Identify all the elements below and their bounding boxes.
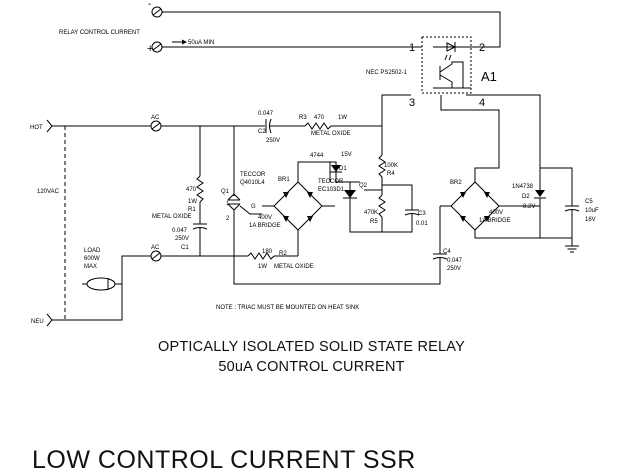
c5-voltage: 16V [585, 217, 596, 223]
bridge-br2 [440, 95, 540, 239]
relay-control-label: RELAY CONTROL CURRENT [59, 30, 140, 36]
d2-name: D2 [522, 194, 530, 200]
c1-value: 0.047 [172, 228, 188, 234]
br2-name: BR2 [450, 180, 462, 186]
c2-value: 0.047 [258, 111, 274, 117]
zener-part: 4744 [310, 153, 324, 159]
r2-watts: 1W [258, 264, 267, 270]
caption-line-2: 50uA CONTROL CURRENT [218, 359, 405, 375]
c4-voltage: 250V [447, 266, 461, 272]
q1-name: Q1 [221, 189, 230, 195]
br1-voltage: 400V [258, 215, 272, 221]
br2-voltage: 400V [489, 210, 503, 216]
c5-name: C5 [585, 199, 593, 205]
d2-part: 1N4738 [512, 184, 534, 190]
c4-r2-branch [233, 206, 448, 285]
teccor-q1: TECCOR [240, 172, 266, 178]
c5-value: 10uF [585, 208, 599, 214]
load-label: LOAD [84, 248, 101, 254]
plus-sign: + [147, 43, 153, 55]
page-title: LOW CONTROL CURRENT SSR [32, 446, 416, 474]
r3-type: METAL OXIDE [311, 131, 351, 137]
optocoupler-a1 [421, 36, 472, 94]
minus-sign: - [148, 0, 151, 10]
c1-voltage: 250V [175, 236, 189, 242]
r5-value: 470K [364, 210, 378, 216]
c1-name: C1 [181, 245, 189, 251]
r3-name: R3 [299, 115, 307, 121]
pin-2: 2 [479, 42, 485, 54]
r1-name: R1 [188, 207, 196, 213]
control-input [151, 6, 501, 53]
zener-d2-c5 [466, 94, 580, 253]
r5-name: R5 [370, 219, 378, 225]
c2-voltage: 250V [266, 138, 280, 144]
current-arrow-label: 50uA MIN [188, 40, 214, 46]
r2-value: 180 [262, 249, 273, 255]
caption-line-1: OPTICALLY ISOLATED SOLID STATE RELAY [158, 339, 465, 355]
r1-type: METAL OXIDE [152, 214, 192, 220]
load-watts: 600W [84, 256, 100, 262]
zener-d1 [318, 161, 350, 183]
d1-name: D1 [339, 166, 347, 172]
vac-label: 120VAC [37, 189, 60, 195]
br1-name: BR1 [278, 177, 290, 183]
teccor-q2: TECCOR [318, 179, 344, 185]
ac-bottom-label: AC [151, 245, 160, 251]
hot-label: HOT [30, 125, 43, 131]
d2-voltage: 8.2V [523, 204, 535, 210]
load-max: MAX [84, 264, 97, 270]
r3-watts: 1W [338, 115, 347, 121]
r2-type: METAL OXIDE [274, 264, 314, 270]
r2-name: R2 [279, 251, 287, 257]
br1-type: 1A BRIDGE [249, 223, 281, 229]
pin-4: 4 [479, 97, 485, 109]
r4-value: 100K [384, 163, 398, 169]
gate-label: G [251, 204, 256, 210]
gate-network [364, 154, 420, 233]
mains-wiring [46, 119, 234, 327]
pin-3: 3 [409, 97, 415, 109]
mt2-label: 2 [226, 216, 230, 222]
ac-top-label: AC [151, 115, 160, 121]
c2-name: C2 [258, 129, 266, 135]
r1-value: 470 [186, 187, 197, 193]
br2-type: 1A BRIDGE [479, 218, 511, 224]
pin-1: 1 [409, 42, 415, 54]
r3-value: 470 [314, 115, 325, 121]
q1-part: Q4010L4 [240, 180, 265, 186]
a1-label: A1 [481, 69, 497, 84]
nec-part-label: NEC PS2502-1 [366, 70, 408, 76]
mt1-label: 1 [226, 201, 230, 207]
neu-label: NEU [31, 319, 44, 325]
q2-name: Q2 [359, 183, 368, 189]
component-labels: RELAY CONTROL CURRENT - + 50uA MIN 1 2 3… [30, 0, 599, 325]
q2-part: EC103D1 [318, 187, 345, 193]
c4-value: 0.047 [447, 258, 463, 264]
r4-name: R4 [387, 171, 395, 177]
triac-q1 [227, 126, 262, 256]
scr-q2 [343, 181, 382, 233]
zener-voltage: 15V [341, 152, 352, 158]
bridge-br1 [262, 161, 335, 256]
load-lamp [82, 277, 122, 291]
c3-name: C3 [418, 211, 426, 217]
snubber-r1-c1 [192, 126, 208, 256]
c3-value: 0.01 [416, 221, 428, 227]
c2-r3-branch [200, 94, 411, 155]
heatsink-note: NOTE : TRIAC MUST BE MOUNTED ON HEAT SIN… [216, 305, 359, 311]
c4-name: C4 [443, 249, 451, 255]
r1-watts: 1W [188, 199, 197, 205]
